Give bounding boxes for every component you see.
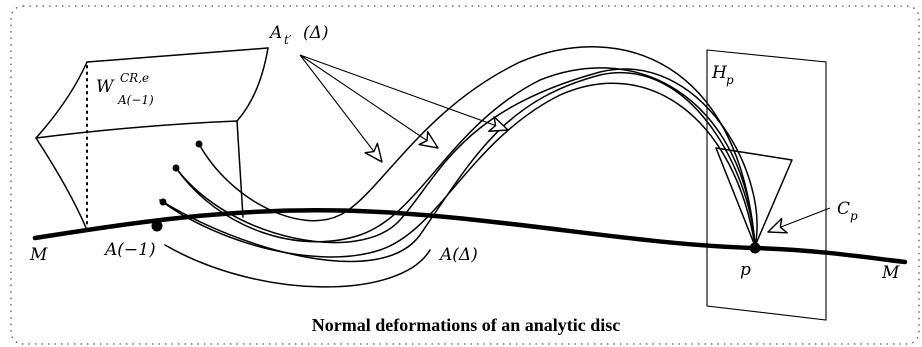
svg-text:p: p [726,73,734,87]
label-manifold-right: M [881,263,900,283]
curve-start-dot [172,164,180,172]
point-a-minus-one [151,220,163,232]
label-hyperplane: H p [711,63,734,87]
label-disc-boundary: A(Δ) [438,245,478,265]
svg-text:t′: t′ [284,33,292,47]
point-p [749,242,761,254]
curve-start-dot [159,198,167,206]
label-a-minus-one: A(−1) [103,240,156,260]
label-manifold-left: M [29,245,48,265]
svg-text:C: C [837,199,850,219]
svg-text:A(−1): A(−1) [117,93,154,107]
svg-text:(Δ): (Δ) [303,23,329,43]
cone-shape [715,147,793,247]
label-deformed-disc: A t′ (Δ) [268,23,329,47]
label-cone: C p [837,199,858,223]
caption: Normal deformations of an analytic disc [312,315,620,335]
svg-text:H: H [711,63,728,83]
deformed-disc-curves [159,67,756,258]
label-wedge: W CR,e A(−1) [96,71,154,107]
curve-start-dot [195,140,203,148]
svg-text:A: A [268,23,282,43]
label-point-p: p [740,260,751,280]
svg-text:CR,e: CR,e [120,71,149,85]
manifold-curve [32,208,908,265]
cone-arrow [767,207,831,234]
hyperplane-plane [706,49,827,321]
dotted-frame [10,5,920,345]
svg-text:p: p [850,209,858,223]
deformation-arrows [299,54,509,163]
svg-text:W: W [96,77,115,97]
wedge-shape [35,47,269,231]
